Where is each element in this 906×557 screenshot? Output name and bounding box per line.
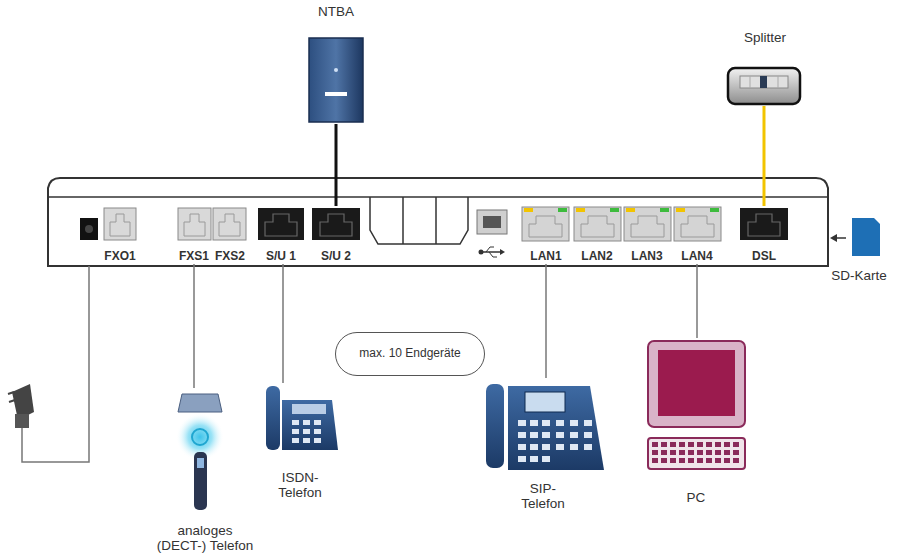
label-text: PC: [687, 490, 706, 506]
label-text: FXO1: [104, 250, 135, 264]
power-supply: [8, 266, 89, 462]
connector-line: [194, 264, 195, 388]
sip-phone: [486, 384, 604, 470]
device-node: SIP-Telefon: [478, 378, 608, 512]
label-text: SIP-Telefon: [514, 481, 572, 512]
device-node: ISDN-Telefon: [258, 383, 342, 501]
connector-line: [546, 264, 547, 378]
device-node: analoges (DECT-) Telefon: [146, 388, 264, 554]
port-icon: [258, 208, 788, 240]
label-text: LAN2: [581, 250, 612, 264]
port-node: FXS2: [212, 206, 248, 264]
label-text: analoges (DECT-) Telefon: [151, 523, 259, 554]
device-node: PC: [638, 338, 754, 506]
label-text: FXS2: [215, 250, 245, 264]
label-text: DSL: [752, 250, 776, 264]
connector-line: [697, 264, 698, 338]
label-text: Splitter: [744, 30, 786, 46]
connector-line: [283, 264, 284, 383]
connector-line: [336, 124, 337, 206]
note-oval: max. 10 Endgeräte: [335, 332, 485, 376]
ntba-node: NTBA: [300, 4, 372, 124]
port-node: DSL: [736, 206, 792, 264]
port-node: S/U 2: [308, 206, 364, 264]
slot: [370, 197, 468, 244]
ntba-box: [309, 38, 363, 122]
isdn-phone: [266, 386, 338, 450]
dect-phone: [176, 394, 224, 510]
port-node: LAN1: [520, 206, 572, 264]
lan-port: [522, 207, 721, 241]
port-node: LAN2: [572, 206, 622, 264]
usb-port: [477, 210, 507, 257]
sd-card-node: SD-Karte: [816, 214, 902, 284]
splitter-box: [728, 68, 800, 104]
port-node: FXS1: [176, 206, 212, 264]
port-node: LAN4: [672, 206, 722, 264]
label-text: SD-Karte: [831, 268, 887, 284]
power-jack: [80, 218, 98, 240]
label-text: max. 10 Endgeräte: [359, 347, 460, 361]
sd-card: [830, 218, 880, 256]
port-icon: [104, 208, 246, 240]
label-text: NTBA: [318, 4, 354, 20]
connector-line: [764, 106, 765, 206]
port-node: S/U 1: [254, 206, 308, 264]
label-text: FXS1: [179, 250, 209, 264]
splitter-node: Splitter: [718, 30, 812, 106]
router-housing: [48, 178, 828, 266]
pc: [648, 341, 745, 469]
label-text: S/U 1: [266, 250, 296, 264]
port-node: LAN3: [622, 206, 672, 264]
label-text: LAN3: [631, 250, 662, 264]
port-node: FXO1: [100, 206, 140, 264]
label-text: LAN1: [530, 250, 561, 264]
label-text: S/U 2: [321, 250, 351, 264]
label-text: LAN4: [681, 250, 712, 264]
label-text: ISDN-Telefon: [269, 470, 331, 501]
